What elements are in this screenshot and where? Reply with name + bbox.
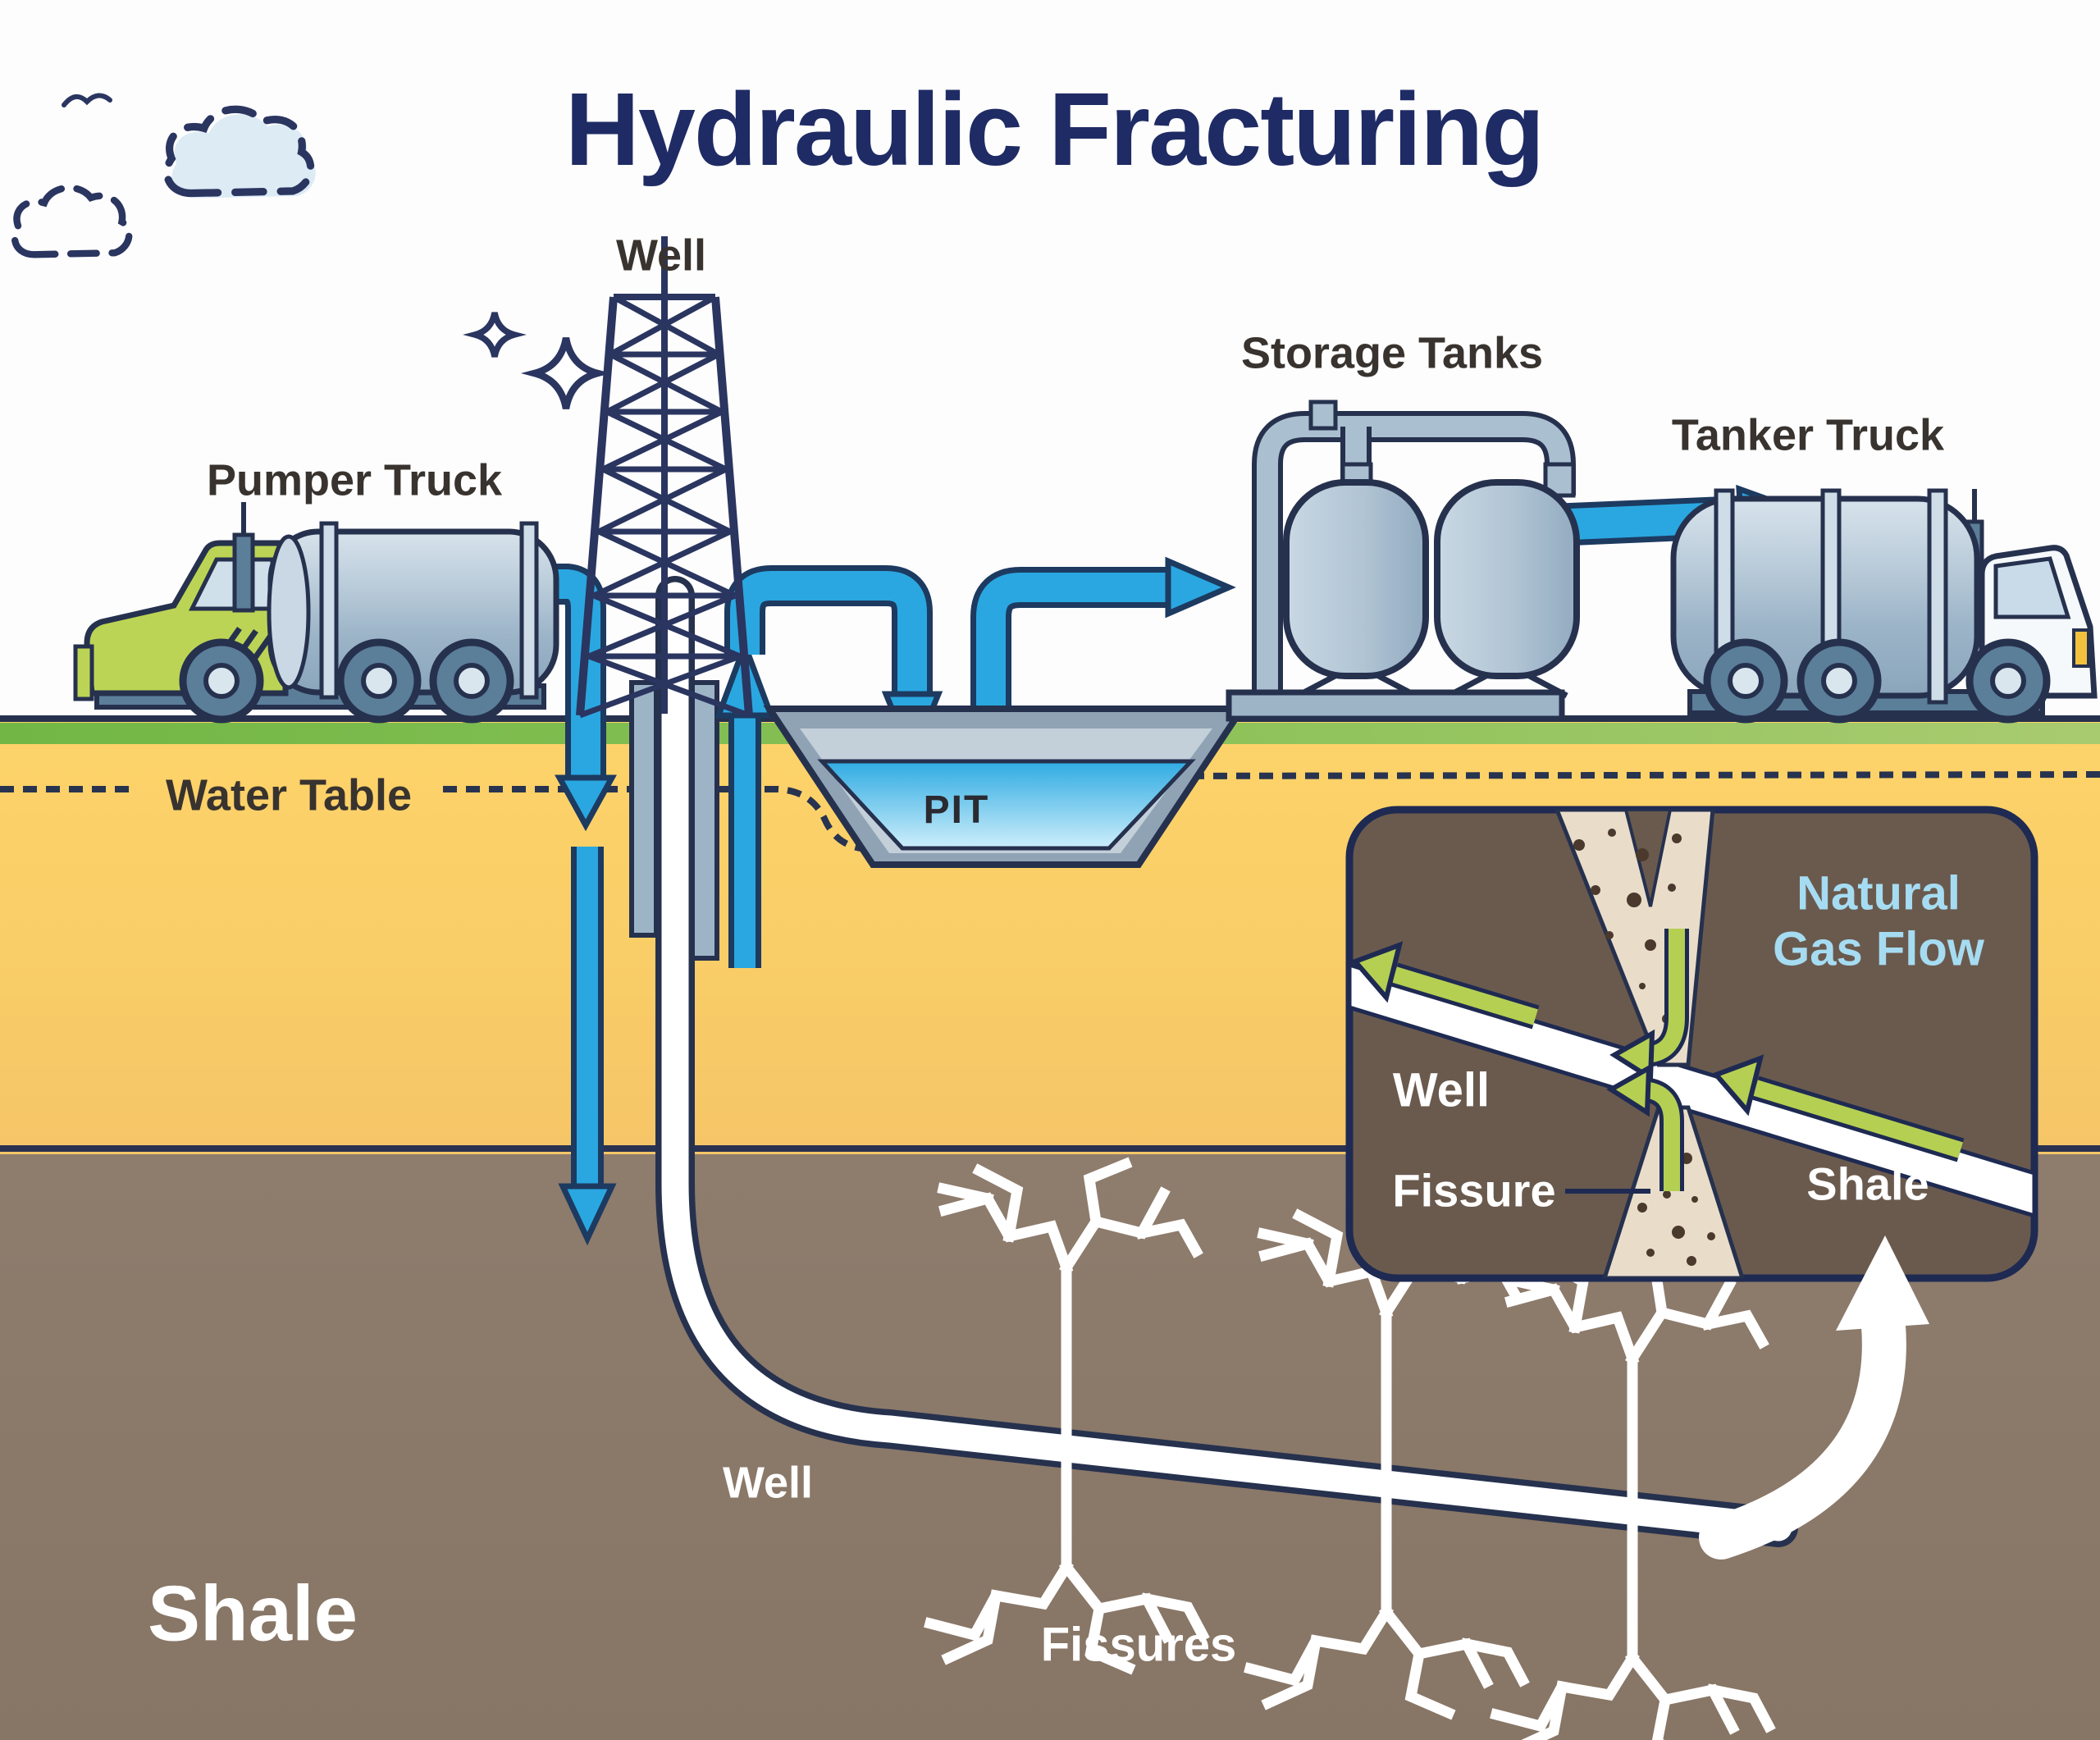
natural-gas-inset-icon (1345, 806, 2038, 1282)
water-table-label: Water Table (165, 770, 413, 820)
cloud-icon (15, 188, 129, 254)
bird-icon (62, 93, 112, 107)
tanker-truck-label: Tanker Truck (1671, 410, 1945, 460)
well-casing-pipe (690, 680, 719, 961)
sparkle-icon (475, 313, 597, 409)
well-top-label: Well (615, 231, 707, 281)
pumper-truck-icon (73, 502, 559, 724)
tanker-truck-icon (1670, 488, 2098, 724)
gas-arrow-icon (1350, 929, 1965, 1191)
white-curved-arrow-icon (1699, 1235, 1929, 1560)
derrick-icon (576, 236, 753, 719)
natural-gas-flow-label-line2: Gas Flow (1773, 922, 1984, 976)
natural-gas-flow-label-line1: Natural (1796, 866, 1961, 920)
inset-fissure-label: Fissure (1392, 1164, 1556, 1217)
fissures-label: Fissures (1040, 1618, 1237, 1672)
storage-tanks-label: Storage Tanks (1240, 328, 1544, 378)
well-casing-pipe (629, 680, 659, 938)
well-bore-icon (629, 576, 1798, 1547)
pit-label: PIT (923, 788, 990, 832)
pit-icon (763, 706, 1249, 868)
shale-label: Shale (147, 1569, 358, 1658)
page-title: Hydraulic Fracturing (564, 71, 1545, 187)
cloud-icon (167, 109, 316, 199)
wheel-icon (1703, 638, 2051, 724)
inset-well-label: Well (1392, 1063, 1491, 1117)
well-underground-label: Well (722, 1458, 814, 1508)
inset-shale-label: Shale (1806, 1158, 1929, 1210)
storage-tanks-icon (1226, 400, 1580, 722)
pumper-truck-label: Pumper Truck (206, 455, 503, 505)
wheel-icon (179, 638, 514, 724)
